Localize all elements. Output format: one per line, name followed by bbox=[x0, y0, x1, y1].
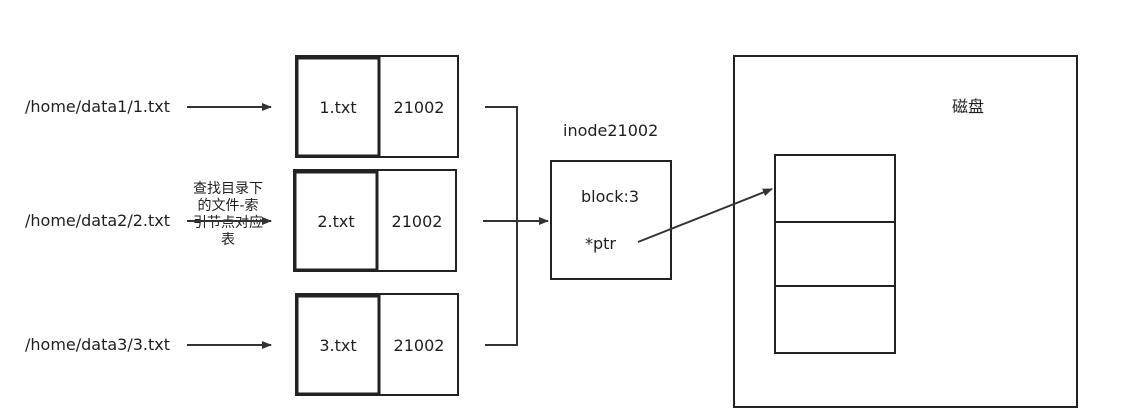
path-label-1: /home/data1/1.txt bbox=[25, 97, 171, 116]
lookup-note: 查找目录下 的文件-索 引节点对应 表 bbox=[186, 181, 270, 249]
disk-label: 磁盘 bbox=[952, 97, 985, 116]
path-label-2: /home/data2/2.txt bbox=[25, 211, 171, 230]
disk-box bbox=[733, 55, 1078, 408]
dir-entry-1 bbox=[295, 55, 459, 158]
dir-entry-1-name: 1.txt bbox=[319, 97, 357, 117]
lookup-note-line2: 的文件-索 bbox=[197, 198, 259, 214]
ptr-arrow bbox=[637, 188, 773, 243]
dir-entry-2 bbox=[293, 169, 457, 272]
inode-title: inode21002 bbox=[563, 121, 659, 140]
disk-blocks bbox=[774, 154, 896, 354]
inode-box bbox=[550, 160, 672, 280]
inode-block: block:3 bbox=[581, 187, 640, 206]
dir-entry-3-name: 3.txt bbox=[319, 335, 357, 355]
dir-entry-2-inode: 21002 bbox=[391, 211, 443, 231]
inode-ptr: *ptr bbox=[585, 234, 617, 253]
bracket-connector bbox=[485, 106, 518, 346]
path-label-3: /home/data3/3.txt bbox=[25, 335, 171, 354]
dir-entry-1-inode: 21002 bbox=[393, 97, 445, 117]
dir-entry-3-inode: 21002 bbox=[393, 335, 445, 355]
dir-entry-2-name: 2.txt bbox=[317, 211, 355, 231]
lookup-note-line4: 表 bbox=[221, 232, 235, 248]
lookup-note-line3: 引节点对应 bbox=[193, 215, 263, 231]
lookup-note-line1: 查找目录下 bbox=[193, 181, 263, 197]
dir-entry-3 bbox=[295, 293, 459, 396]
